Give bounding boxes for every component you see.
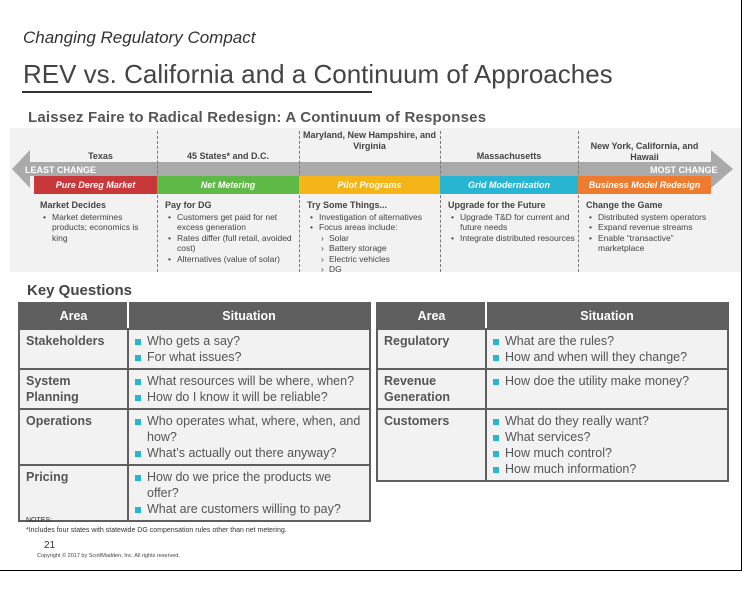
column-divider bbox=[578, 131, 579, 272]
most-change-label: MOST CHANGE bbox=[650, 165, 718, 175]
bullet: Solar bbox=[307, 233, 438, 244]
bullet: Battery storage bbox=[307, 243, 438, 254]
question: How do I know it will be reliable? bbox=[135, 389, 363, 405]
segment-1: Net Metering bbox=[157, 176, 299, 194]
segment-2: Pilot Programs bbox=[299, 176, 440, 194]
slide-kicker: Changing Regulatory Compact bbox=[23, 28, 256, 47]
situation-cell: Who gets a say?For what issues? bbox=[127, 328, 371, 370]
notes: NOTES: *Includes four states with statewi… bbox=[26, 516, 287, 536]
least-change-label: LEAST CHANGE bbox=[25, 165, 97, 175]
column-divider bbox=[299, 131, 300, 272]
column-detail: Upgrade for the FutureUpgrade T&D for cu… bbox=[448, 200, 576, 243]
question: What resources will be where, when? bbox=[135, 373, 363, 389]
continuum-arrow bbox=[28, 162, 718, 176]
column-heading: Change the Game bbox=[586, 200, 663, 210]
state-label: 45 States* and D.C. bbox=[186, 151, 270, 161]
question: How much control? bbox=[493, 445, 721, 461]
segment-3: Grid Modernization bbox=[440, 176, 578, 194]
column-detail: Pay for DG Customers get paid for net exc… bbox=[165, 200, 297, 264]
arrow-left-icon bbox=[12, 150, 30, 188]
bullet: Upgrade T&D for current and future needs bbox=[448, 212, 576, 233]
key-questions-title: Key Questions bbox=[27, 282, 133, 299]
column-heading: Upgrade for the Future bbox=[448, 200, 546, 210]
bullet: Electric vehicles bbox=[307, 254, 438, 265]
column-detail: Change the GameDistributed system operat… bbox=[586, 200, 709, 254]
bullet: Focus areas include: bbox=[307, 222, 438, 233]
question: How doe the utility make money? bbox=[493, 373, 721, 389]
situation-cell: Who operates what, where, when, and how?… bbox=[127, 408, 371, 466]
header-situation: Situation bbox=[127, 302, 371, 330]
question: What do they really want? bbox=[493, 413, 721, 429]
slide-frame bbox=[0, 0, 742, 571]
area-cell: Stakeholders bbox=[18, 328, 129, 370]
notes-label: NOTES: bbox=[26, 517, 53, 524]
bullet: Market determines products; economics is… bbox=[40, 212, 153, 244]
copyright: Copyright © 2017 by ScottMadden, Inc. Al… bbox=[37, 553, 180, 559]
column-detail: Market DecidesMarket determines products… bbox=[40, 200, 153, 243]
header-area: Area bbox=[18, 302, 129, 330]
question: What’s actually out there anyway? bbox=[135, 445, 363, 461]
situation-cell: How doe the utility make money? bbox=[485, 368, 729, 410]
header-situation: Situation bbox=[485, 302, 729, 330]
question: For what issues? bbox=[135, 349, 363, 365]
column-divider bbox=[440, 131, 441, 272]
column-detail: Try Some Things... Investigation of alter… bbox=[307, 200, 438, 275]
column-heading: Try Some Things... bbox=[307, 200, 388, 210]
column-heading: Pay for DG bbox=[165, 200, 212, 210]
situation-cell: What do they really want?What services?H… bbox=[485, 408, 729, 482]
area-cell: Pricing bbox=[18, 464, 129, 522]
question: How much information? bbox=[493, 461, 721, 477]
state-label: Texas bbox=[88, 151, 113, 161]
bullet: Expand revenue streams bbox=[586, 222, 709, 233]
title-underline bbox=[22, 91, 372, 93]
bullet: Distributed system operators bbox=[586, 212, 709, 223]
area-cell: System Planning bbox=[18, 368, 129, 410]
bullet: Rates differ (full retail, avoided cost) bbox=[165, 233, 297, 254]
slide-title: REV vs. California and a Continuum of Ap… bbox=[23, 59, 613, 89]
area-cell: Operations bbox=[18, 408, 129, 466]
column-divider bbox=[157, 131, 158, 272]
situation-cell: What resources will be where, when?How d… bbox=[127, 368, 371, 410]
question: What services? bbox=[493, 429, 721, 445]
arrow-right-icon bbox=[711, 150, 733, 188]
note-text: *Includes four states with statewide DG … bbox=[26, 527, 287, 534]
area-cell: Revenue Generation bbox=[376, 368, 487, 410]
question: How do we price the products we offer? bbox=[135, 469, 363, 501]
bullet: Enable “transactive” marketplace bbox=[586, 233, 709, 254]
question: What are customers willing to pay? bbox=[135, 501, 363, 517]
state-label: Massachusetts bbox=[476, 151, 542, 161]
question: Who operates what, where, when, and how? bbox=[135, 413, 363, 445]
state-label: Maryland, New Hampshire, and Virginia bbox=[302, 130, 437, 151]
bullet: DG bbox=[307, 264, 438, 275]
segment-0: Pure Dereg Market bbox=[34, 176, 157, 194]
segment-4: Business Model Redesign bbox=[578, 176, 711, 194]
situation-cell: How do we price the products we offer?Wh… bbox=[127, 464, 371, 522]
situation-cell: What are the rules?How and when will the… bbox=[485, 328, 729, 370]
table-row: Revenue Generation How doe the utility ma… bbox=[376, 368, 729, 410]
question: How and when will they change? bbox=[493, 349, 721, 365]
area-cell: Regulatory bbox=[376, 328, 487, 370]
bullet: Customers get paid for net excess genera… bbox=[165, 212, 297, 233]
question: Who gets a say? bbox=[135, 333, 363, 349]
bullet: Alternatives (value of solar) bbox=[165, 254, 297, 265]
continuum-subtitle: Laissez Faire to Radical Redesign: A Con… bbox=[28, 109, 487, 126]
question: What are the rules? bbox=[493, 333, 721, 349]
state-label: New York, California, and Hawaii bbox=[590, 141, 699, 162]
bullet: Investigation of alternatives bbox=[307, 212, 438, 223]
area-cell: Customers bbox=[376, 408, 487, 482]
page-number: 21 bbox=[44, 540, 56, 551]
column-heading: Market Decides bbox=[40, 200, 107, 210]
header-area: Area bbox=[376, 302, 487, 330]
bullet: Integrate distributed resources bbox=[448, 233, 576, 244]
